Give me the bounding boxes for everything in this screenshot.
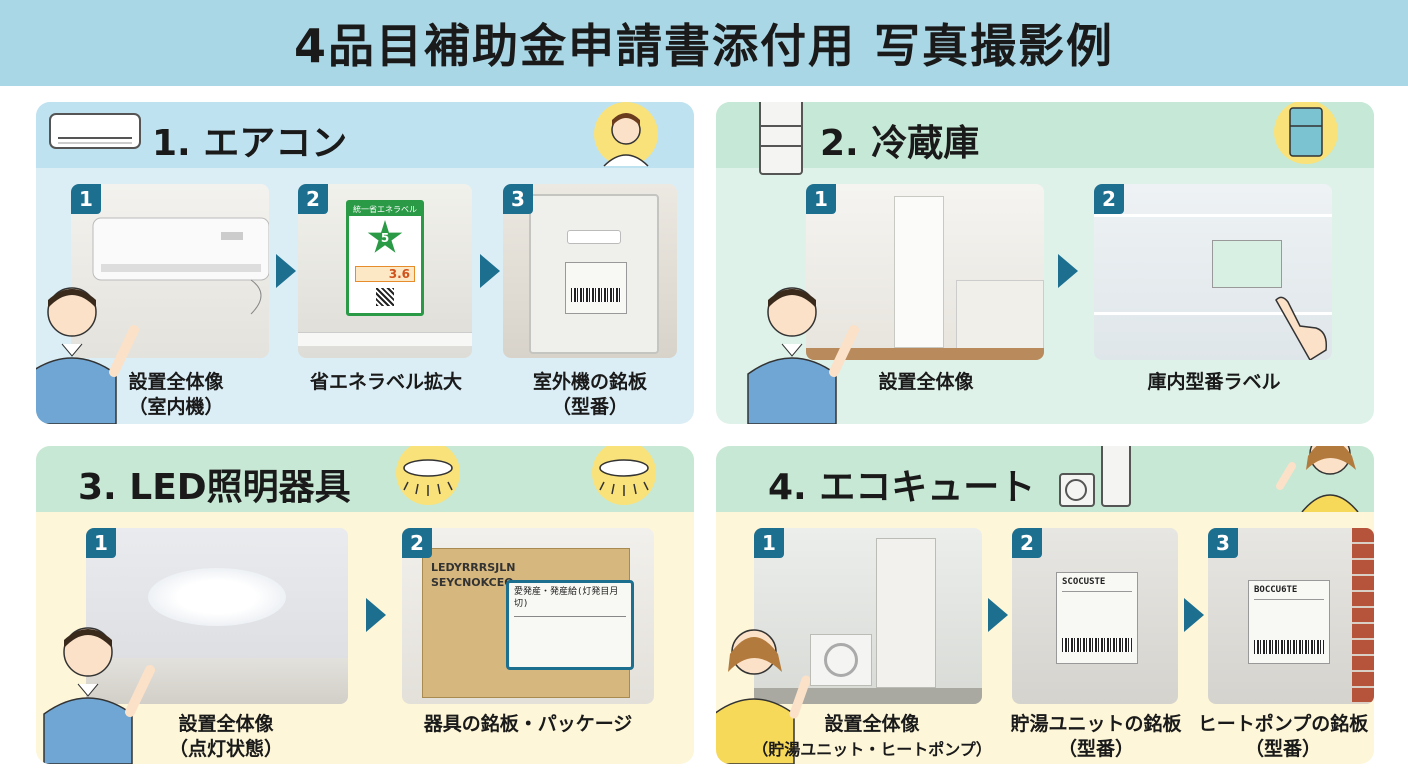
section-title: 4. エコキュート xyxy=(768,467,1036,508)
section-title: 1. エアコン xyxy=(152,123,348,164)
photo-caption: 貯湯ユニットの銘板（型番） xyxy=(1010,713,1182,760)
qr-code-icon xyxy=(376,288,394,306)
model-label xyxy=(1212,240,1282,288)
section-air-conditioner: 1. エアコン 1 2 統一省エネラベル 5 3.6 3 xyxy=(36,102,694,424)
ceiling-light-icon xyxy=(592,446,656,505)
photo-caption: 設置全体像（貯湯ユニット・ヒートポンプ） xyxy=(752,713,992,759)
photo-tank-unit-plate: 2 SCOCUSTE xyxy=(1012,528,1178,704)
photo-caption: 省エネラベル拡大 xyxy=(309,371,462,393)
ecocute-icon xyxy=(1059,446,1131,507)
ceiling-light-icon xyxy=(396,446,460,505)
ceiling-light-image xyxy=(148,568,286,626)
next-arrow-icon xyxy=(1184,598,1204,632)
title-bar: 4品目補助金申請書添付用 写真撮影例 xyxy=(0,0,1408,86)
photo-led-package: 2 LEDYRRRSJLN SEYCNOKCEO 愛発産・発産給(灯発目月切) xyxy=(402,528,654,704)
photo-number-badge: 2 xyxy=(402,528,432,558)
photo-number-badge: 2 xyxy=(298,184,328,214)
photo-number-badge: 2 xyxy=(1012,528,1042,558)
star-rating-icon: 5 xyxy=(367,220,403,253)
air-conditioner-icon xyxy=(49,113,141,149)
photo-number-badge: 1 xyxy=(754,528,784,558)
section-header: 1. エアコン xyxy=(36,102,694,168)
section-title: 3. LED照明器具 xyxy=(78,467,351,508)
next-arrow-icon xyxy=(988,598,1008,632)
section-title: 2. 冷蔵庫 xyxy=(820,123,980,164)
section-header: 3. LED照明器具 xyxy=(36,446,694,512)
photo-indoor-unit: 1 xyxy=(71,184,269,358)
next-arrow-icon xyxy=(366,598,386,632)
photo-energy-label: 2 統一省エネラベル 5 3.6 xyxy=(298,184,472,358)
photo-caption: 設置全体像 xyxy=(878,371,974,393)
photo-number-badge: 1 xyxy=(86,528,116,558)
refrigerator-badge-icon xyxy=(1274,102,1338,164)
refrigerator-icon xyxy=(759,102,803,175)
energy-label-sticker: 統一省エネラベル 5 3.6 xyxy=(346,200,424,316)
photo-refrigerator-label: 2 xyxy=(1094,184,1332,360)
heatpump-plate: BOCCU6TE xyxy=(1248,580,1330,664)
next-arrow-icon xyxy=(276,254,296,288)
next-arrow-icon xyxy=(1058,254,1078,288)
energy-label-value: 3.6 xyxy=(355,266,415,282)
person-pointing-icon xyxy=(594,102,658,167)
outdoor-unit-plate xyxy=(565,262,627,314)
person-pointing-icon xyxy=(747,287,859,424)
photo-heatpump-plate: 3 BOCCU6TE xyxy=(1208,528,1374,704)
photo-number-badge: 1 xyxy=(806,184,836,214)
tank-unit-plate: SCOCUSTE xyxy=(1056,572,1138,664)
nameplate-closeup: 愛発産・発産給(灯発目月切) xyxy=(506,580,634,670)
photo-number-badge: 2 xyxy=(1094,184,1124,214)
indoor-unit-image xyxy=(92,217,269,315)
section-header: 2. 冷蔵庫 xyxy=(716,102,1374,175)
photo-number-badge: 3 xyxy=(503,184,533,214)
section-refrigerator: 2. 冷蔵庫 1 2 設置全体像 庫内型番ラベル xyxy=(716,102,1374,424)
page-title: 4品目補助金申請書添付用 写真撮影例 xyxy=(293,19,1115,73)
photo-caption: ヒートポンプの銘板（型番） xyxy=(1197,713,1369,760)
person-pointing-icon xyxy=(36,287,139,424)
woman-pointing-icon xyxy=(716,629,810,764)
photo-number-badge: 3 xyxy=(1208,528,1238,558)
photo-caption: 設置全体像（点灯状態） xyxy=(168,713,283,760)
next-arrow-icon xyxy=(480,254,500,288)
photo-number-badge: 1 xyxy=(71,184,101,214)
photo-led-installed: 1 xyxy=(86,528,348,704)
section-ecocute: 4. エコキュート 1 2 SCOCUSTE 3 BOCCU xyxy=(716,446,1374,764)
photo-caption: 器具の銘板・パッケージ xyxy=(423,713,633,735)
section-led-lighting: 3. LED照明器具 1 2 LEDYRRRSJLN SEYCNOKCEO 愛発… xyxy=(36,446,694,764)
photo-ecocute-installed: 1 xyxy=(754,528,982,704)
pointing-hand-icon xyxy=(1275,296,1328,360)
photo-refrigerator-installed: 1 xyxy=(806,184,1044,360)
photo-caption: 庫内型番ラベル xyxy=(1147,371,1281,393)
woman-waving-icon xyxy=(1276,446,1359,512)
photo-caption: 室外機の銘板（型番） xyxy=(532,371,647,418)
energy-label-title: 統一省エネラベル xyxy=(349,203,421,216)
person-pointing-icon xyxy=(43,627,155,764)
photo-outdoor-unit-plate: 3 xyxy=(503,184,677,358)
photo-caption: 設置全体像（室内機） xyxy=(128,371,224,418)
section-header: 4. エコキュート xyxy=(716,446,1374,512)
